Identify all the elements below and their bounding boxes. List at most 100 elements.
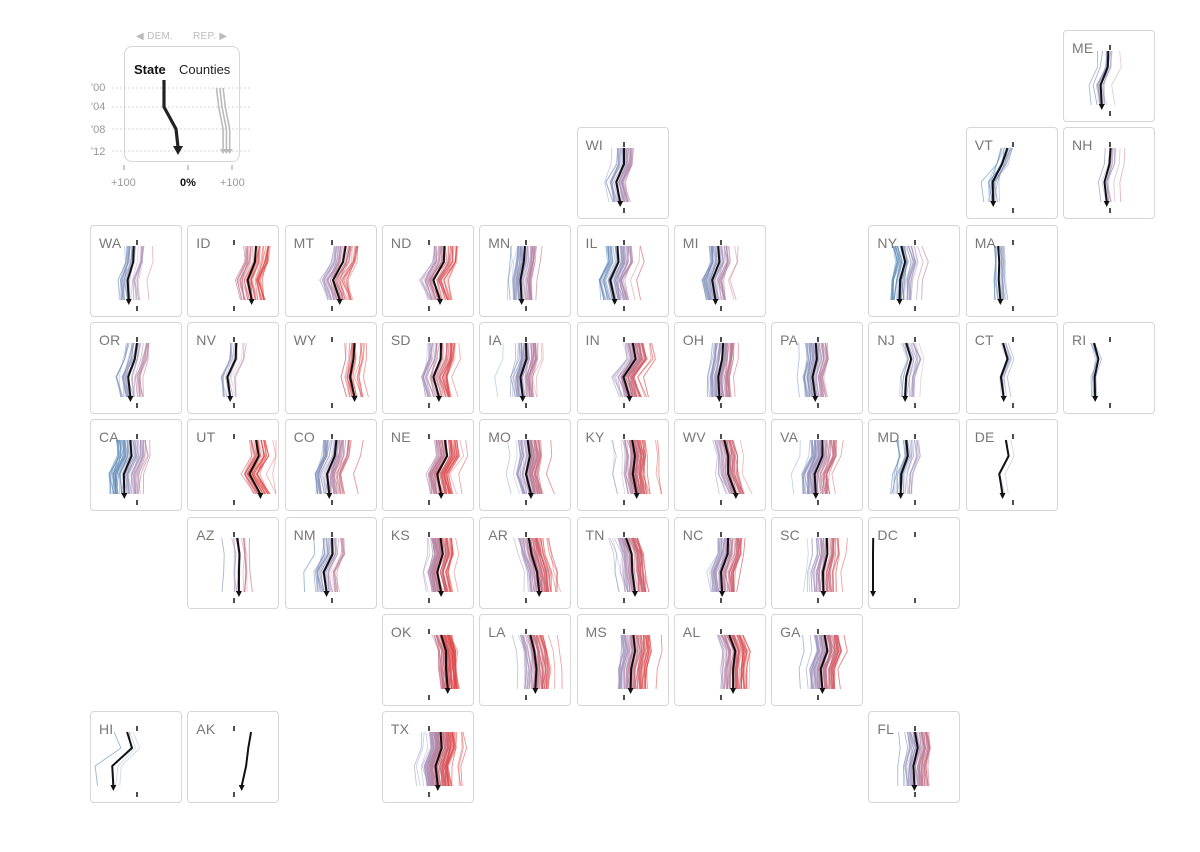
county-line bbox=[998, 245, 1002, 300]
county-line bbox=[716, 245, 724, 300]
county-line bbox=[546, 440, 556, 495]
county-line bbox=[331, 440, 344, 495]
county-line bbox=[122, 245, 131, 300]
county-line bbox=[624, 342, 637, 397]
state-tile-wi: WI bbox=[576, 127, 669, 220]
county-line bbox=[139, 342, 149, 397]
county-line bbox=[641, 634, 649, 689]
county-line bbox=[517, 634, 526, 689]
state-tile-id: ID bbox=[187, 224, 280, 317]
county-line bbox=[914, 342, 921, 397]
county-line bbox=[910, 440, 920, 495]
state-abbr: UT bbox=[196, 429, 216, 446]
county-line bbox=[826, 440, 838, 495]
state-arrow bbox=[323, 590, 330, 597]
county-line bbox=[628, 440, 633, 495]
county-line bbox=[136, 342, 148, 397]
county-line bbox=[531, 342, 539, 397]
county-line bbox=[823, 634, 831, 689]
county-line bbox=[328, 440, 339, 495]
county-line bbox=[656, 440, 662, 495]
county-line bbox=[712, 537, 721, 592]
county-line bbox=[640, 634, 648, 689]
state-chart bbox=[330, 336, 369, 408]
county-line bbox=[437, 732, 444, 787]
county-line bbox=[252, 245, 260, 300]
state-tile-co: CO bbox=[284, 419, 377, 512]
county-line bbox=[447, 245, 458, 300]
county-line bbox=[987, 148, 1005, 203]
state-tile-ak: AK bbox=[187, 711, 280, 804]
state-chart bbox=[233, 434, 277, 506]
county-line bbox=[742, 634, 748, 689]
county-line bbox=[136, 342, 149, 398]
state-line bbox=[904, 342, 913, 397]
county-line bbox=[123, 245, 131, 300]
county-line bbox=[335, 440, 344, 495]
county-line bbox=[327, 440, 340, 495]
state-chart bbox=[796, 336, 830, 408]
county-line bbox=[633, 634, 641, 689]
county-line bbox=[643, 634, 650, 689]
county-line bbox=[628, 537, 639, 592]
county-line bbox=[423, 537, 431, 592]
state-line bbox=[912, 731, 920, 787]
county-line bbox=[810, 634, 819, 689]
state-abbr: NY bbox=[877, 234, 898, 251]
county-line bbox=[242, 245, 252, 300]
county-line bbox=[632, 537, 644, 592]
county-line bbox=[115, 731, 136, 787]
county-line bbox=[325, 245, 342, 300]
state-line bbox=[529, 634, 538, 689]
state-chart bbox=[791, 434, 844, 506]
county-line bbox=[719, 245, 730, 300]
county-line bbox=[707, 342, 715, 397]
state-chart bbox=[617, 628, 663, 700]
county-line bbox=[622, 537, 633, 592]
state-line bbox=[813, 440, 824, 495]
legend-state-line bbox=[162, 80, 180, 148]
county-line bbox=[711, 342, 720, 397]
county-line bbox=[1006, 342, 1015, 397]
county-line bbox=[603, 245, 613, 300]
county-line bbox=[716, 245, 726, 300]
county-line bbox=[621, 634, 626, 689]
county-line bbox=[529, 440, 538, 495]
county-line bbox=[807, 440, 820, 495]
county-line bbox=[436, 732, 446, 787]
county-line bbox=[614, 342, 630, 398]
state-tile-fl: FL bbox=[868, 711, 961, 804]
county-line bbox=[446, 245, 459, 300]
county-line bbox=[116, 342, 129, 397]
county-line bbox=[1098, 50, 1108, 106]
county-line bbox=[527, 245, 534, 300]
county-line bbox=[415, 732, 425, 787]
county-line bbox=[796, 342, 800, 397]
county-line bbox=[444, 634, 451, 689]
county-line bbox=[427, 440, 441, 495]
county-line bbox=[636, 537, 646, 592]
county-line bbox=[530, 342, 538, 397]
state-chart bbox=[420, 336, 461, 408]
state-tile-sd: SD bbox=[381, 321, 474, 414]
state-tile-wy: WY bbox=[284, 321, 377, 414]
county-line bbox=[522, 440, 529, 495]
county-line bbox=[626, 440, 635, 495]
county-line bbox=[1102, 50, 1112, 106]
county-line bbox=[426, 732, 433, 787]
county-line bbox=[642, 440, 649, 495]
county-line bbox=[732, 342, 739, 397]
county-line bbox=[910, 245, 917, 300]
state-line bbox=[630, 440, 638, 495]
state-chart bbox=[221, 531, 254, 603]
legend-right-tick: +100 bbox=[220, 177, 245, 189]
county-line bbox=[240, 440, 256, 495]
county-line bbox=[614, 245, 623, 300]
county-line bbox=[791, 440, 801, 495]
county-line bbox=[537, 634, 547, 689]
state-tile-ar: AR bbox=[479, 516, 572, 609]
county-line bbox=[716, 634, 724, 689]
county-line bbox=[710, 537, 719, 592]
state-line bbox=[331, 245, 347, 300]
state-line bbox=[325, 440, 337, 495]
